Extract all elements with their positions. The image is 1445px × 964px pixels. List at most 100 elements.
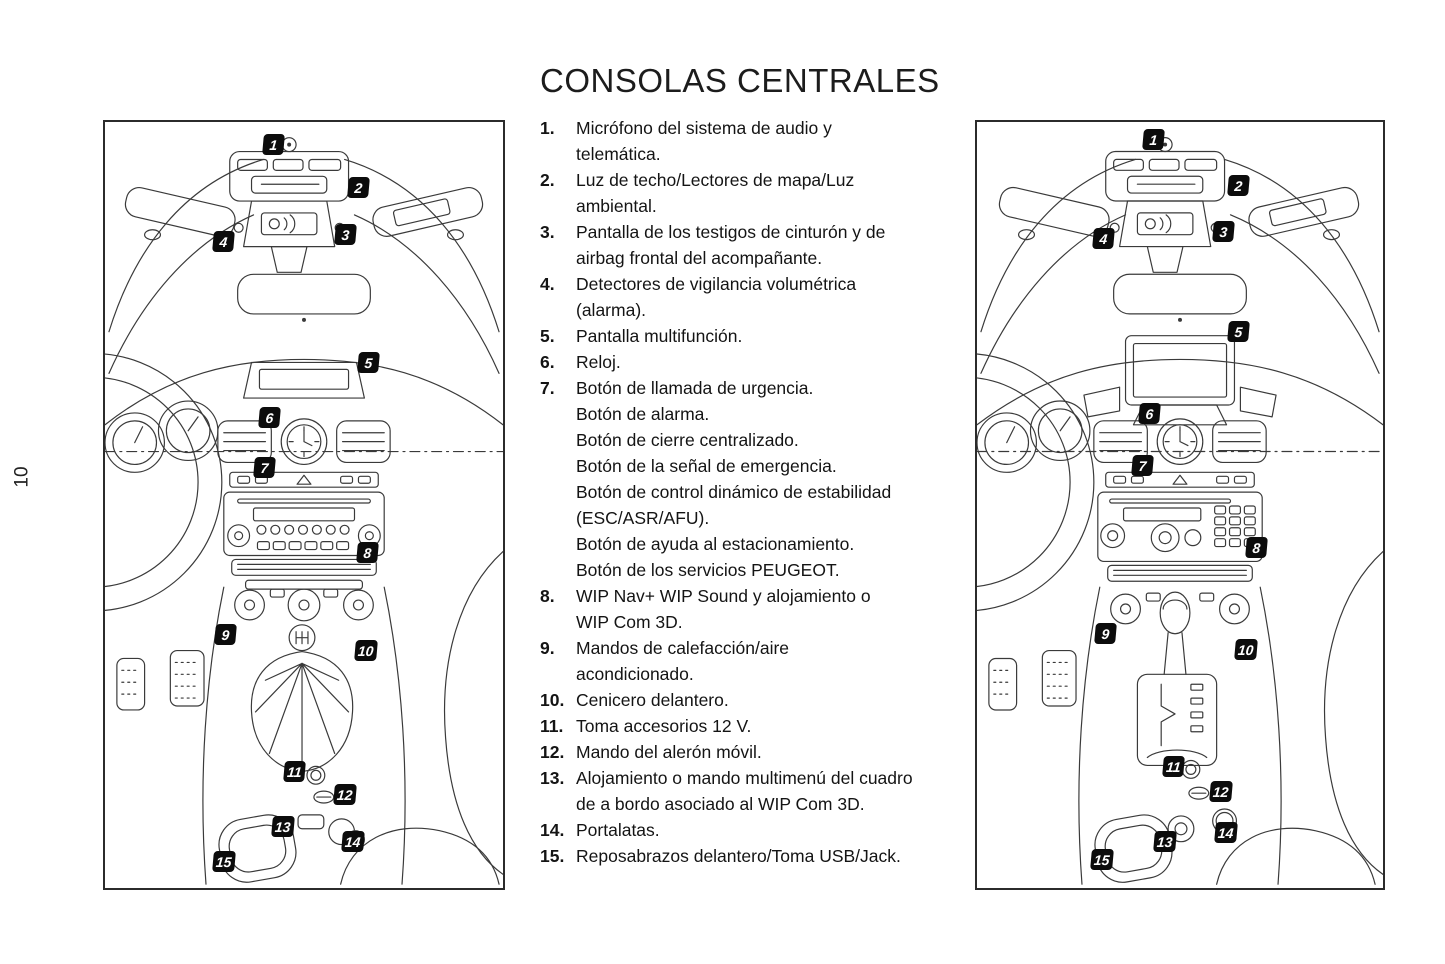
legend-line: telemática. (576, 144, 661, 164)
legend-item: 2. Luz de techo/Lectores de mapa/Luz amb… (540, 167, 960, 219)
legend-line: WIP Nav+ WIP Sound y alojamiento o (576, 586, 871, 606)
legend-item-text: Reloj. (576, 349, 960, 375)
callout-left-6: 6 (258, 407, 281, 428)
legend-item-number: 9. (540, 638, 555, 658)
legend-line: Detectores de vigilancia volumétrica (576, 274, 857, 294)
overhead-console (1105, 137, 1226, 202)
legend-item-number: 4. (540, 274, 555, 294)
legend-item-text: Micrófono del sistema de audio y telemát… (576, 115, 960, 167)
legend-item-number: 15. (540, 846, 565, 866)
legend-line: Botón de la señal de emergencia. (576, 456, 837, 476)
callout-left-13: 13 (271, 816, 295, 837)
storage-slot (297, 814, 325, 830)
callout-right-9: 9 (1094, 623, 1117, 644)
legend-line: Pantalla de los testigos de cinturón y d… (576, 222, 886, 242)
belt-airbag-display (1119, 200, 1212, 248)
legend-item-text: Pantalla multifunción. (576, 323, 960, 349)
legend-line: Portalatas. (576, 820, 660, 840)
callout-left-12: 12 (333, 784, 357, 805)
legend-line: airbag frontal del acompañante. (576, 248, 823, 268)
callout-left-8: 8 (356, 542, 379, 563)
callout-left-15: 15 (212, 851, 236, 872)
legend-item-number: 12. (540, 742, 565, 762)
page-title: CONSOLAS CENTRALES (540, 62, 940, 99)
legend-line: Reposabrazos delantero/Toma USB/Jack. (576, 846, 901, 866)
air-vents (1093, 420, 1267, 464)
dashboard-top (105, 358, 503, 453)
belt-airbag-display (243, 200, 336, 248)
legend-line: Pantalla multifunción. (576, 326, 743, 346)
legend-item: 8. WIP Nav+ WIP Sound y alojamiento o WI… (540, 583, 960, 635)
gear-lever-manual (250, 624, 354, 772)
figure-right-console: 1 2 3 4 5 6 7 8 9 10 11 12 13 14 15 (975, 120, 1385, 890)
callout-right-2: 2 (1227, 175, 1250, 196)
legend-line: Mando del alerón móvil. (576, 742, 762, 762)
callout-left-14: 14 (341, 831, 365, 852)
legend-item: 15. Reposabrazos delantero/Toma USB/Jack… (540, 843, 960, 869)
legend-item-text: Reposabrazos delantero/Toma USB/Jack. (576, 843, 960, 869)
legend-item-text: Pantalla de los testigos de cinturón y d… (576, 219, 960, 271)
gear-lever-automatic (1136, 591, 1218, 767)
callout-right-11: 11 (1162, 756, 1185, 777)
legend-line: Botón de alarma. (576, 404, 710, 424)
legend-item: 6. Reloj. (540, 349, 960, 375)
legend-item: 13. Alojamiento o mando multimenú del cu… (540, 765, 960, 817)
legend-item-number: 6. (540, 352, 555, 372)
console-line-drawing-manual (105, 137, 503, 885)
legend-item: 9. Mandos de calefacción/aire acondicion… (540, 635, 960, 687)
legend-line: Luz de techo/Lectores de mapa/Luz (576, 170, 855, 190)
overhead-console (229, 137, 350, 202)
callout-left-2: 2 (347, 177, 370, 198)
legend-line: Botón de los servicios PEUGEOT. (576, 560, 840, 580)
headliner (108, 158, 500, 374)
legend-line: Botón de cierre centralizado. (576, 430, 799, 450)
legend-item-text: Cenicero delantero. (576, 687, 960, 713)
legend-item-text: Luz de techo/Lectores de mapa/Luz ambien… (576, 167, 960, 219)
callout-left-11: 11 (283, 761, 306, 782)
console-line-drawing-automatic (977, 137, 1383, 885)
legend-item-text: Botón de llamada de urgencia. Botón de a… (576, 375, 960, 583)
legend-item-number: 5. (540, 326, 555, 346)
legend-line: Mandos de calefacción/aire (576, 638, 790, 658)
callout-left-1: 1 (262, 134, 285, 155)
legend-item: 14. Portalatas. (540, 817, 960, 843)
legend-line: Toma accesorios 12 V. (576, 716, 752, 736)
climate-controls (234, 588, 374, 622)
legend-item: 12. Mando del alerón móvil. (540, 739, 960, 765)
legend-line: (ESC/ASR/AFU). (576, 508, 710, 528)
legend-item-text: Portalatas. (576, 817, 960, 843)
pedals (116, 649, 205, 711)
legend-line: Micrófono del sistema de audio y (576, 118, 832, 138)
door-and-seat-contours (1216, 550, 1383, 885)
spoiler-switch (313, 790, 335, 804)
callout-right-1: 1 (1142, 129, 1165, 150)
spoiler-switch (1188, 786, 1210, 800)
climate-controls (1110, 592, 1250, 625)
callout-right-3: 3 (1212, 221, 1235, 242)
legend-item-number: 8. (540, 586, 555, 606)
legend-item: 5. Pantalla multifunción. (540, 323, 960, 349)
air-vents (217, 420, 391, 464)
legend-item-text: WIP Nav+ WIP Sound y alojamiento o WIP C… (576, 583, 960, 635)
callout-right-10: 10 (1234, 639, 1258, 660)
legend-line: Cenicero delantero. (576, 690, 729, 710)
legend-item-text: Mandos de calefacción/aire acondicionado… (576, 635, 960, 687)
callout-right-14: 14 (1214, 822, 1238, 843)
legend-line: Botón de control dinámico de estabilidad (576, 482, 892, 502)
legend-item: 11. Toma accesorios 12 V. (540, 713, 960, 739)
legend-line: Botón de llamada de urgencia. (576, 378, 814, 398)
legend-item: 4. Detectores de vigilancia volumétrica … (540, 271, 960, 323)
callout-left-7: 7 (253, 457, 276, 478)
callout-right-15: 15 (1090, 849, 1114, 870)
callout-left-9: 9 (214, 624, 237, 645)
legend-line: Reloj. (576, 352, 621, 372)
legend-line: acondicionado. (576, 664, 694, 684)
sun-visor-right (1248, 186, 1360, 237)
radio-unit (223, 491, 385, 590)
center-console-sides (202, 586, 406, 885)
legend-item-text: Toma accesorios 12 V. (576, 713, 960, 739)
legend-item-number: 1. (540, 118, 555, 138)
legend-item: 7. Botón de llamada de urgencia. Botón d… (540, 375, 960, 583)
page-number: 10 (11, 466, 33, 488)
button-row (1105, 471, 1255, 488)
